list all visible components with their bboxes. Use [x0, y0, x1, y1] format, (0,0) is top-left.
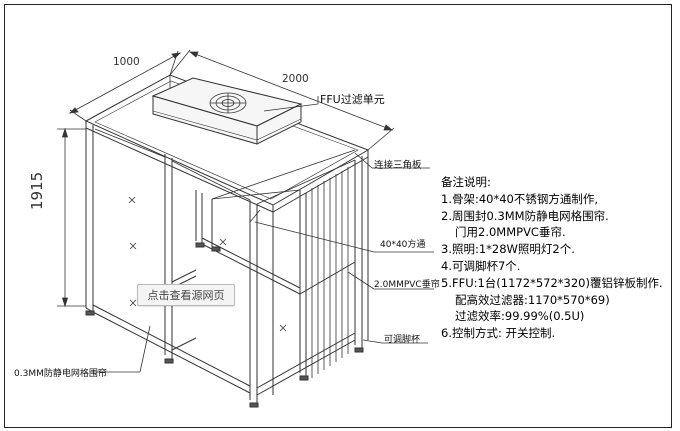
dimension-label-width: 2000: [282, 73, 309, 85]
drawing-border: [4, 4, 672, 428]
callout-adjustable-foot: 可调脚杯: [384, 335, 421, 345]
notes-line: 3.照明:1*28W照明灯2个.: [441, 242, 575, 257]
dimension-1000: [68, 50, 182, 122]
left-front-post: [85, 121, 94, 313]
notes-line: 1.骨架:40*40不锈钢方通制作,: [441, 191, 599, 206]
notes-heading: 备注说明:: [441, 175, 491, 189]
callout-corner-plate: 连接三角板: [374, 160, 422, 171]
callout-square-tube: 40*40方通: [380, 240, 426, 250]
upper-inner-frame: [94, 128, 356, 223]
notes-line: 2.周围封0.3MM防静电网格围帘.: [441, 208, 609, 223]
dimension-label-depth: 1000: [113, 56, 140, 68]
callout-pvc-curtain: 2.0MMPVC垂帘: [374, 280, 440, 290]
leader-lines: [90, 96, 434, 373]
dimension-label-height: 1915: [28, 171, 46, 210]
bottom-frame: [92, 237, 356, 396]
notes-line: 4.可调脚杯7个.: [441, 258, 521, 273]
middle-posts: [164, 154, 213, 359]
front-right-post: [249, 200, 274, 404]
adjustable-feet: [85, 242, 364, 408]
roof-frame-inner: [94, 80, 359, 200]
callout-ffu-unit: FFU过滤单元: [320, 93, 385, 106]
dimension-2000: [169, 49, 395, 151]
pvc-curtain-strips: [311, 167, 349, 378]
notes-line: 6.控制方式: 开关控制.: [441, 326, 556, 341]
notes-line: 5.FFU:1台(1172*572*320)覆铝锌板制作.: [441, 275, 663, 290]
dimension-1915: [57, 127, 86, 308]
notes-line: 过滤效率:99.99%(0.5U): [455, 309, 585, 324]
notes-block: 备注说明: 1.骨架:40*40不锈钢方通制作, 2.周围封0.3MM防静电网格…: [441, 174, 673, 342]
view-source-page-button[interactable]: 点击查看源网页: [137, 284, 235, 306]
notes-line: 门用2.0MMPVC垂帘.: [455, 225, 566, 240]
back-right-posts: [299, 156, 369, 377]
mesh-marks: [128, 196, 287, 332]
ffu-unit: [151, 77, 303, 145]
notes-line: 配高效过滤器:1170*570*69): [455, 292, 610, 307]
callout-mesh-curtain: 0.3MM防静电网格围帘: [14, 369, 107, 379]
fan-grille: [209, 92, 247, 114]
